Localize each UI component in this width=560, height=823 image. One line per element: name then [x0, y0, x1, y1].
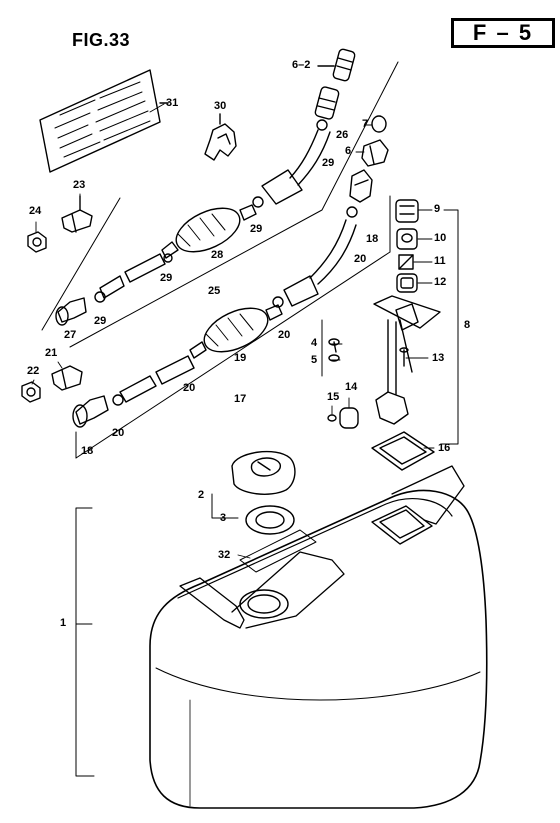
part-18-lower-fitting: [72, 395, 109, 428]
part-24-nut: [27, 231, 47, 253]
lower-hose-assembly: [72, 169, 373, 428]
callout-20-b: 20: [278, 329, 291, 341]
callout-9: 9: [434, 203, 441, 215]
part-11-float: [398, 254, 414, 270]
callout-15: 15: [327, 391, 340, 403]
part-6-fitting: [361, 139, 389, 167]
callout-31: 31: [166, 97, 179, 109]
callout-17: 17: [234, 393, 247, 405]
part-6-2-connector: [317, 48, 356, 82]
callout-3: 3: [220, 512, 227, 524]
part-10-gauge-body: [396, 228, 418, 250]
part-23-connector: [61, 195, 93, 233]
callout-29-d: 29: [94, 315, 107, 327]
callout-2: 2: [198, 489, 205, 501]
part-8-pickup-unit: [373, 295, 441, 425]
part-28-primer-bulb: [161, 204, 257, 259]
part-19-primer-bulb: [189, 304, 283, 359]
callout-8: 8: [464, 319, 471, 331]
callout-11: 11: [434, 255, 446, 267]
callout-21: 21: [45, 347, 58, 359]
callout-20-d: 20: [112, 427, 125, 439]
part-31-label-decal: [39, 69, 169, 173]
callout-1: 1: [60, 617, 67, 629]
callout-22: 22: [27, 365, 40, 377]
callout-24: 24: [29, 205, 42, 217]
callout-6: 6: [345, 145, 352, 157]
callout-29-a: 29: [322, 157, 335, 169]
callout-7: 7: [362, 118, 369, 130]
part-3-seal: [245, 505, 295, 535]
part-5-washer: [328, 354, 340, 362]
callout-30: 30: [214, 100, 227, 112]
callout-19: 19: [234, 352, 247, 364]
callout-29-b: 29: [250, 223, 263, 235]
callout-23: 23: [73, 179, 86, 191]
part-1-fuel-tank: [149, 465, 488, 809]
figure-label: FIG.33: [72, 30, 131, 50]
callout-20-c: 20: [183, 382, 196, 394]
part-7-o-ring: [371, 115, 387, 133]
callout-26: 26: [336, 129, 349, 141]
part-32-label: [239, 529, 317, 573]
part-27-fitting: [55, 297, 87, 326]
callout-32: 32: [218, 549, 231, 561]
callout-16: 16: [438, 442, 451, 454]
callout-28: 28: [211, 249, 224, 261]
callout-14: 14: [345, 381, 358, 393]
callout-13: 13: [432, 352, 445, 364]
part-9-gauge-cap: [395, 199, 419, 223]
part-16-gasket: [371, 431, 435, 471]
callout-18-b: 18: [81, 445, 94, 457]
callout-12: 12: [434, 276, 447, 288]
callout-6-2: 6–2: [292, 59, 311, 71]
part-30-clip: [204, 113, 237, 161]
callout-27: 27: [64, 329, 77, 341]
callout-20-a: 20: [354, 253, 367, 265]
part-14-cap: [339, 407, 359, 429]
callout-10: 10: [434, 232, 447, 244]
part-22-nut: [21, 381, 41, 403]
part-21-connector: [51, 365, 83, 391]
part-2-fuel-cap: [231, 450, 296, 495]
callout-29-c: 29: [160, 272, 173, 284]
part-4-screw: [328, 338, 340, 353]
leader-lines: [31, 65, 435, 625]
part-18-upper-connector: [346, 169, 373, 218]
part-26-connector: [314, 86, 340, 131]
part-13-screw: [399, 347, 409, 367]
part-15-washer: [327, 414, 337, 422]
callout-5: 5: [311, 354, 318, 366]
upper-hose-assembly: [55, 48, 356, 326]
callout-18-a: 18: [366, 233, 379, 245]
callout-4: 4: [311, 337, 318, 349]
part-12-gasket: [396, 273, 418, 293]
section-code-box: F – 5: [451, 18, 555, 48]
section-code: F – 5: [472, 20, 534, 45]
callout-25: 25: [208, 285, 221, 297]
